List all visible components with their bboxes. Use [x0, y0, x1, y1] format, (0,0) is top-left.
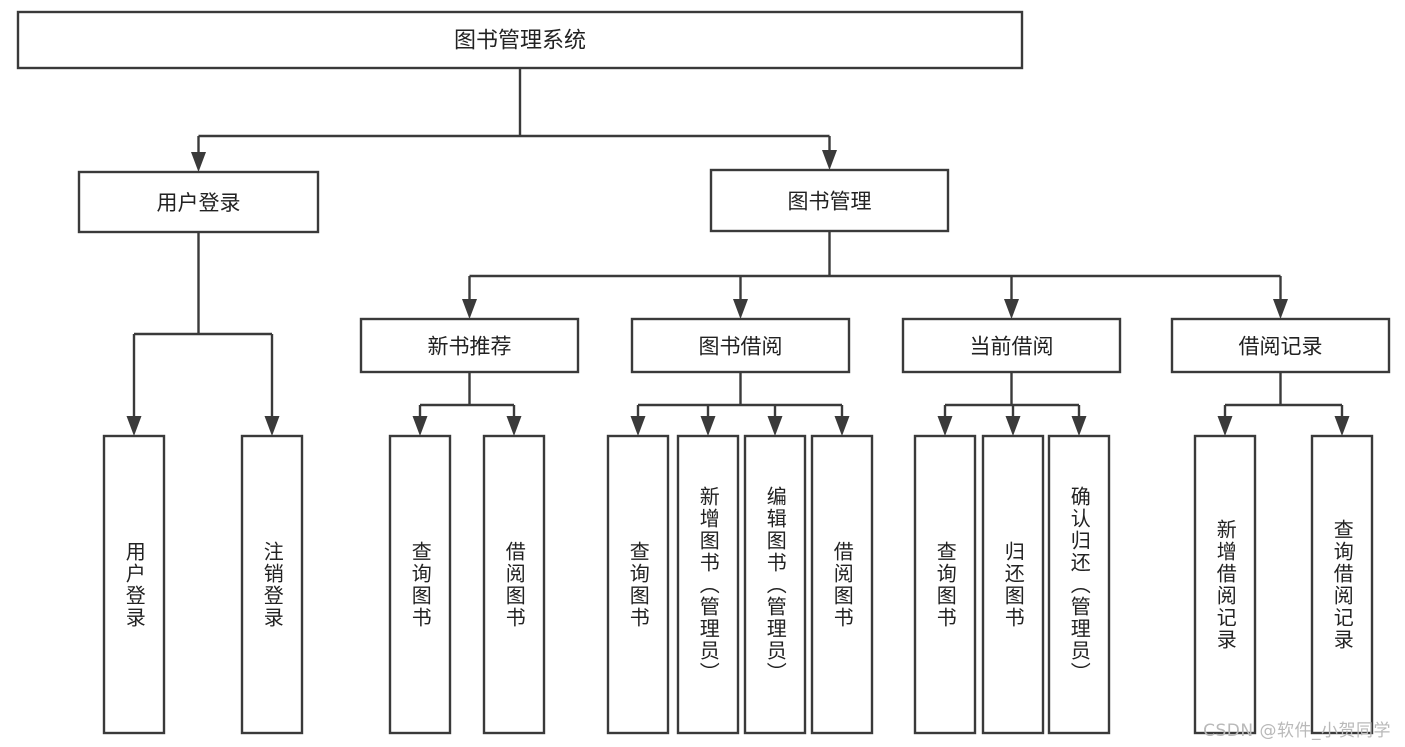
leaf-box-查询图书[interactable] — [913, 434, 977, 735]
parent-4-leaf-0-arrowhead — [1217, 416, 1233, 436]
parent-2-leaf-2-arrowhead — [767, 416, 783, 436]
mgr-to-l2-0-arrowhead — [462, 299, 477, 319]
level1-label-用户登录: 用户登录 — [157, 191, 241, 215]
node-box-layer — [16, 10, 1391, 735]
parent-3-leaf-2-arrowhead — [1071, 416, 1087, 436]
leaf-box-借阅图书[interactable] — [482, 434, 546, 735]
root-box-图书管理系统[interactable] — [16, 10, 1024, 70]
level2-box-图书借阅[interactable] — [630, 317, 851, 374]
parent-3-leaf-0-arrowhead — [937, 416, 953, 436]
parent-2-leaf-0-arrowhead — [630, 416, 646, 436]
leaf-box-查询借阅记录[interactable] — [1310, 434, 1374, 735]
level1-box-用户登录[interactable] — [77, 170, 320, 234]
parent-2-leaf-1-arrowhead — [700, 416, 716, 436]
leaf-box-注销登录[interactable] — [240, 434, 304, 735]
root-to-l1-1-arrowhead — [822, 150, 837, 170]
parent-3-leaf-1-arrowhead — [1005, 416, 1021, 436]
leaf-box-新增图书管理员[interactable] — [676, 434, 740, 735]
parent-0-leaf-1-arrowhead — [264, 416, 280, 436]
parent-0-leaf-0-arrowhead — [126, 416, 142, 436]
level2-label-图书借阅: 图书借阅 — [699, 335, 783, 359]
level2-label-新书推荐: 新书推荐 — [428, 335, 512, 359]
leaf-box-归还图书[interactable] — [981, 434, 1045, 735]
parent-2-leaf-3-arrowhead — [834, 416, 850, 436]
level2-label-当前借阅: 当前借阅 — [970, 335, 1054, 359]
leaf-box-用户登录[interactable] — [102, 434, 166, 735]
level2-box-当前借阅[interactable] — [901, 317, 1122, 374]
level2-label-借阅记录: 借阅记录 — [1239, 335, 1323, 359]
leaf-box-编辑图书管理员[interactable] — [743, 434, 807, 735]
level1-label-图书管理: 图书管理 — [788, 190, 872, 214]
leaf-box-借阅图书[interactable] — [810, 434, 874, 735]
leaf-box-新增借阅记录[interactable] — [1193, 434, 1257, 735]
leaf-box-确认归还管理员[interactable] — [1047, 434, 1111, 735]
watermark: CSDN @软件_小贺同学 — [1203, 721, 1391, 741]
connector-layer — [126, 68, 1350, 436]
root-to-l1-0-arrowhead — [191, 152, 206, 172]
mgr-to-l2-1-arrowhead — [733, 299, 748, 319]
parent-4-leaf-1-arrowhead — [1334, 416, 1350, 436]
parent-1-leaf-0-arrowhead — [412, 416, 428, 436]
level1-box-图书管理[interactable] — [709, 168, 950, 233]
level2-box-借阅记录[interactable] — [1170, 317, 1391, 374]
root-label-图书管理系统: 图书管理系统 — [454, 29, 586, 54]
leaf-box-查询图书[interactable] — [606, 434, 670, 735]
mgr-to-l2-3-arrowhead — [1273, 299, 1288, 319]
leaf-box-查询图书[interactable] — [388, 434, 452, 735]
parent-1-leaf-1-arrowhead — [506, 416, 522, 436]
mgr-to-l2-2-arrowhead — [1004, 299, 1019, 319]
level2-box-新书推荐[interactable] — [359, 317, 580, 374]
